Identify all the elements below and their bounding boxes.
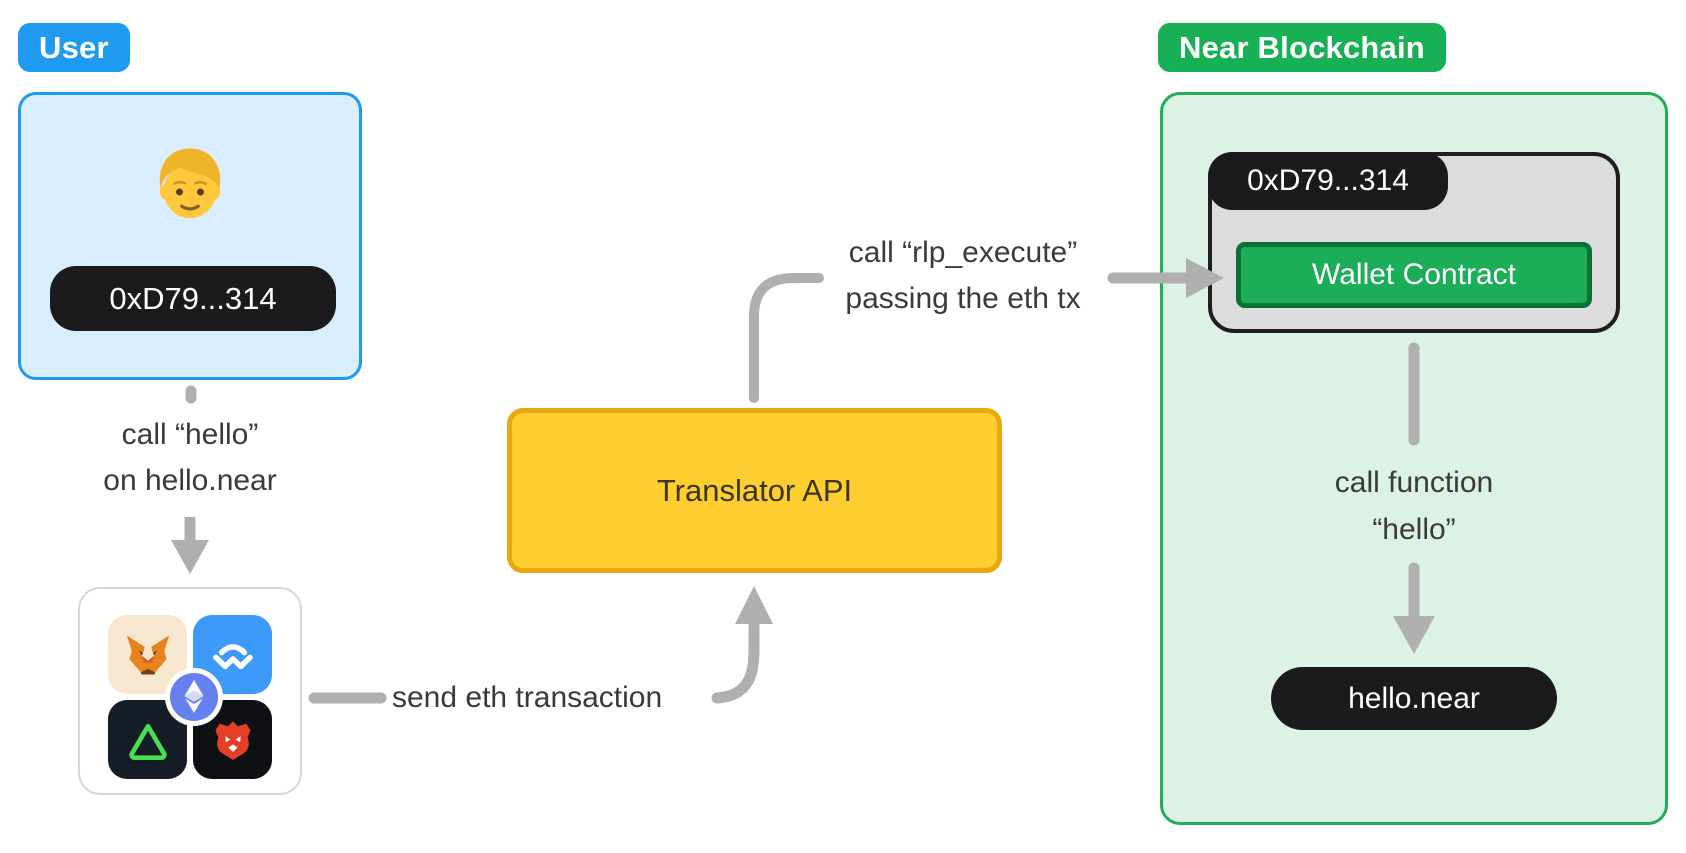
- call-hello-line2: on hello.near: [103, 464, 277, 497]
- near-blockchain-badge: Near Blockchain: [1158, 23, 1446, 72]
- wallet-group-box: [78, 587, 302, 795]
- rlp-execute-line2: passing the eth tx: [845, 282, 1081, 315]
- walletconnect-glyph: [212, 643, 253, 669]
- call-function-line2: “hello”: [1372, 513, 1456, 546]
- user-eth-address: 0xD79...314: [109, 280, 277, 316]
- green-triangle-glyph: [128, 723, 167, 760]
- person-icon: [159, 148, 221, 219]
- arrow-user-to-wallets-head: [171, 540, 209, 574]
- ethereum-diamond-glyph: [184, 680, 204, 713]
- user-badge-label: User: [39, 29, 109, 65]
- metamask-fox-glyph: [126, 635, 169, 674]
- user-box: 0xD79...314: [18, 92, 362, 380]
- arrow-label-to-translator-shaft: [711, 620, 760, 704]
- call-hello-line1: call “hello”: [121, 418, 259, 451]
- translator-api-label: Translator API: [656, 472, 853, 508]
- near-blockchain-badge-label: Near Blockchain: [1179, 29, 1425, 65]
- ethereum-icon-circle: [170, 673, 218, 721]
- wallet-contract-label: Wallet Contract: [1312, 258, 1516, 291]
- near-eth-address: 0xD79...314: [1247, 164, 1409, 197]
- call-function-label: call function “hello”: [1160, 459, 1668, 553]
- rlp-execute-label: call “rlp_execute” passing the eth tx: [733, 230, 1193, 322]
- send-eth-label: send eth transaction: [392, 681, 663, 714]
- brave-lion-glyph: [214, 720, 251, 760]
- arrow-label-to-translator-head: [735, 586, 773, 624]
- call-function-line1: call function: [1334, 466, 1494, 499]
- user-eth-address-pill: 0xD79...314: [50, 266, 336, 331]
- near-eth-address-pill: 0xD79...314: [1208, 152, 1448, 210]
- ethereum-icon: [165, 668, 223, 726]
- translator-api-box: Translator API: [507, 408, 1002, 573]
- hello-near-label: hello.near: [1348, 681, 1480, 715]
- hello-near-pill: hello.near: [1271, 667, 1557, 730]
- wallet-account-box: 0xD79...314 Wallet Contract: [1208, 152, 1620, 333]
- wallet-contract-button: Wallet Contract: [1236, 242, 1592, 308]
- user-badge: User: [18, 23, 130, 72]
- call-hello-label: call “hello” on hello.near: [18, 412, 362, 504]
- rlp-execute-line1: call “rlp_execute”: [848, 236, 1078, 269]
